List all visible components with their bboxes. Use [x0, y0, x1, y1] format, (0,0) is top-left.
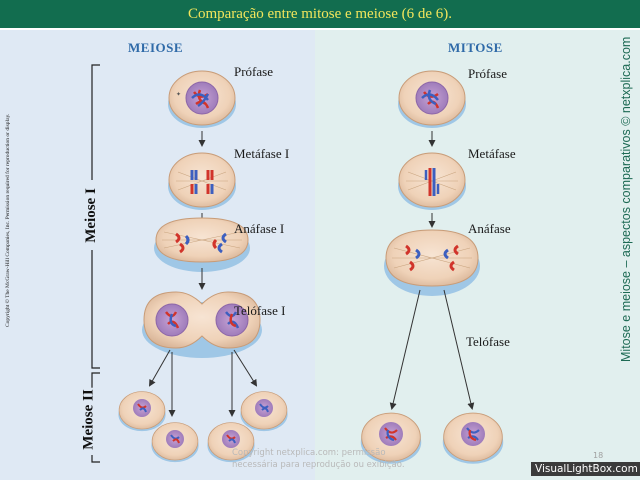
- mitose-anaphase-label: Anáfase: [468, 221, 511, 236]
- meiose-telophase-label: Telófase I: [234, 303, 286, 318]
- meiose-metaphase-cell: [167, 152, 237, 211]
- mitose-metaphase-cell: [397, 152, 467, 211]
- mitose-daughter-cells: [360, 412, 504, 465]
- mitose-prophase-label: Prófase: [468, 66, 507, 81]
- meiose-prophase-label: Prófase: [234, 64, 273, 79]
- meiose-anaphase-cell: [154, 217, 250, 272]
- meiose-heading: MEIOSE: [128, 40, 184, 55]
- meiose-anaphase-label: Anáfase I: [234, 221, 285, 236]
- meiose-i-label: Meiose I: [82, 186, 100, 245]
- slide-title: Comparação entre mitose e meiose (6 de 6…: [0, 0, 640, 28]
- footer-copyright: Copyright netxplica.com: permissão neces…: [232, 448, 405, 470]
- meiose-prophase-cell: ✦: [167, 70, 237, 129]
- meiose-ii-bracket: [91, 372, 100, 463]
- svg-text:✦: ✦: [176, 91, 181, 98]
- meiose-ii-label: Meiose II: [80, 387, 98, 452]
- netxplica-vertical: Mitose e meiose – aspectos comparativos …: [619, 36, 633, 362]
- meiose-ii-arrows: [149, 349, 258, 417]
- mitose-prophase-cell: [397, 70, 467, 129]
- copyright-vertical: Copyright © The McGraw-Hill Companies, I…: [5, 113, 11, 327]
- mitose-metaphase-label: Metáfase: [468, 146, 516, 161]
- mitose-telophase-label: Telófase: [466, 334, 510, 349]
- meiose-metaphase-label: Metáfase I: [234, 146, 290, 161]
- mitose-anaphase-cell: [384, 229, 480, 296]
- meiose-telophase-cell: [142, 291, 262, 358]
- watermark: VisualLightBox.com: [531, 462, 640, 476]
- meiose-i-bracket: [91, 64, 100, 369]
- mitose-heading: MITOSE: [448, 40, 503, 55]
- page-number: 18: [593, 451, 604, 460]
- meiose-gamete-cells: [118, 391, 288, 463]
- mitose-telophase-arrows: [389, 289, 475, 410]
